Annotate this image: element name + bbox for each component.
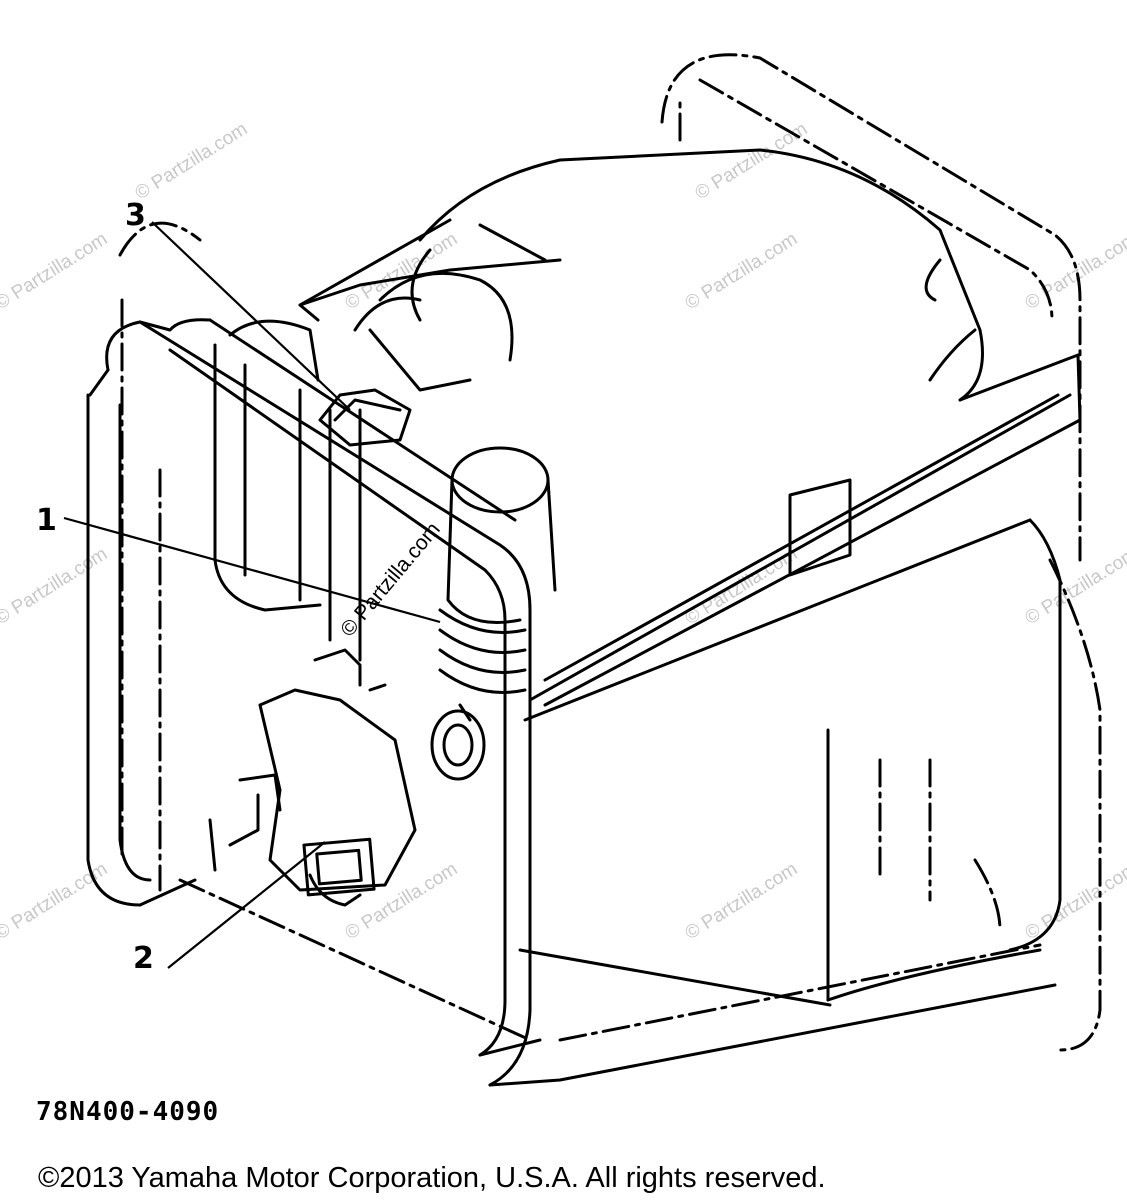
watermark: © Partzilla.com xyxy=(132,119,252,205)
watermark: © Partzilla.com xyxy=(0,229,111,315)
engine-body xyxy=(213,271,557,722)
watermark: © Partzilla.com xyxy=(0,544,111,630)
watermark: © Partzilla.com xyxy=(0,859,111,945)
watermark-layer: © Partzilla.com © Partzilla.com © Partzi… xyxy=(0,119,1127,945)
watermark: © Partzilla.com xyxy=(1022,859,1127,945)
leader-lines xyxy=(63,221,441,969)
watermark: © Partzilla.com xyxy=(692,119,812,205)
watermark-dark: © Partzilla.com xyxy=(336,518,445,641)
watermark: © Partzilla.com xyxy=(682,859,802,945)
watermark: © Partzilla.com xyxy=(1022,229,1127,315)
callout-1: 1 xyxy=(36,503,57,538)
copyright-notice: ©2013 Yamaha Motor Corporation, U.S.A. A… xyxy=(38,1162,826,1194)
leader-line-3 xyxy=(151,221,351,411)
callout-2: 2 xyxy=(133,941,154,976)
leader-line-2 xyxy=(167,841,326,969)
frame-front xyxy=(86,318,1082,1087)
callout-labels: 3 1 2 xyxy=(36,198,154,976)
part-number: 78N400-4090 xyxy=(36,1097,219,1127)
frame-back xyxy=(118,53,1102,1052)
callout-3: 3 xyxy=(125,198,146,233)
fuel-tank xyxy=(298,148,984,402)
leader-line-1 xyxy=(63,516,441,624)
watermark: © Partzilla.com xyxy=(682,229,802,315)
pump-housing xyxy=(208,648,486,907)
